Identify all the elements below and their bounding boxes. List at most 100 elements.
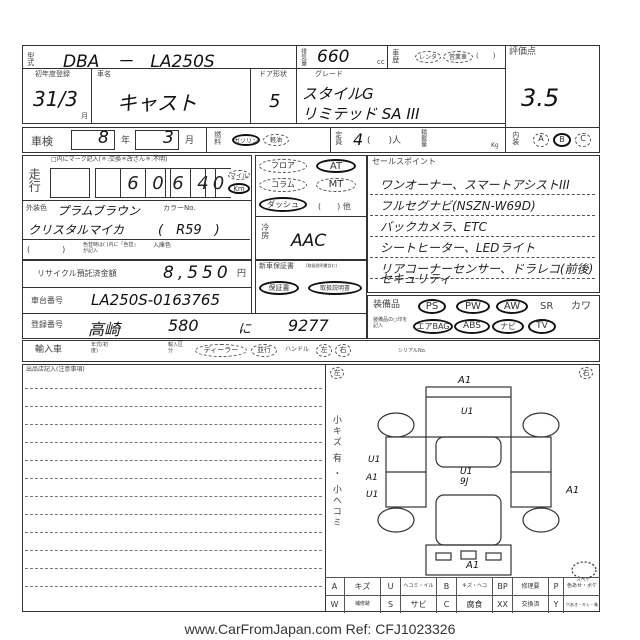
legend-code: XX bbox=[493, 596, 513, 613]
sales-points-label: セールスポイント bbox=[372, 157, 436, 166]
fuel-diesel: 軽油 bbox=[263, 134, 289, 146]
score-value: 3.5 bbox=[521, 84, 560, 112]
history-other: ( ) bbox=[476, 52, 496, 60]
legend-code: W bbox=[325, 596, 345, 613]
sales-point: ワンオーナー、スマートアシストIII bbox=[370, 174, 595, 195]
model-code-cell: 型式 DBA － LA250S bbox=[22, 45, 297, 72]
registration-kana: に bbox=[238, 322, 252, 337]
interior-a: A bbox=[533, 133, 549, 147]
first-reg-value: 31/3 bbox=[33, 87, 78, 111]
displacement-unit: cc bbox=[377, 58, 385, 66]
month-box bbox=[135, 130, 179, 150]
sales-points-cell: セールスポイント bbox=[367, 155, 600, 293]
history-label: 車歴 bbox=[391, 49, 400, 63]
car-name-label: 車名 bbox=[97, 70, 111, 78]
history-rental: レンタ bbox=[415, 51, 441, 63]
inspection-year: 8 bbox=[98, 128, 109, 148]
interior-b: B bbox=[553, 133, 571, 147]
warranty-label: 新車保証書 bbox=[259, 262, 294, 270]
inspection-year-unit: 年 bbox=[121, 136, 131, 146]
legend-code: C bbox=[437, 596, 457, 613]
sales-point: バックカメラ、ETC bbox=[370, 216, 595, 237]
divider bbox=[325, 595, 600, 596]
doors-cell: ドア形状 5 bbox=[250, 68, 297, 124]
doors-value: 5 bbox=[269, 91, 281, 112]
first-reg-cell: 初年度登録 31/3 月 bbox=[22, 68, 92, 124]
car-name-value: キャスト bbox=[117, 91, 197, 115]
footer-watermark: www.CarFromJapan.com Ref: CFJ1023326 bbox=[184, 621, 456, 637]
damage-mark: U1 bbox=[368, 455, 381, 465]
legend-desc: サビ bbox=[401, 596, 437, 613]
legend-code: U bbox=[381, 578, 401, 595]
warranty-certificate: 保証書 bbox=[259, 281, 299, 295]
car-outline-icon bbox=[377, 386, 597, 579]
capacity-suffix: ( )人 bbox=[367, 136, 402, 146]
history-commercial: 営業車 bbox=[443, 51, 473, 63]
equipment-note: 装備品の○印を記入 bbox=[373, 317, 408, 329]
grade-cell: グレード スタイルG リミテッド SA III bbox=[296, 68, 506, 124]
import-label: 輸入車 bbox=[35, 345, 63, 355]
mileage-digit: 0 bbox=[145, 168, 171, 198]
score-cell: 評価点 3.5 bbox=[505, 45, 600, 128]
damage-mark: U1 bbox=[461, 407, 474, 417]
diagram-side-text: 小キズ 有 ・ 小ヘコミ bbox=[330, 415, 341, 529]
model-code-value: DBA － LA250S bbox=[63, 52, 215, 72]
divider bbox=[23, 239, 250, 240]
damage-mark: A1 bbox=[366, 473, 378, 483]
shift-cell: フロア コラム ダッシュ AT MT ( ) 他 bbox=[255, 155, 367, 217]
mileage-digit: 6 bbox=[120, 168, 146, 198]
first-reg-unit: 月 bbox=[81, 112, 88, 120]
color-cell: 外装色 プラムブラウン カラーNo. クリスタルマイカ ( R59 ) ( ) … bbox=[22, 200, 252, 260]
mileage-digit: 6 bbox=[165, 168, 191, 198]
interior-c: C bbox=[575, 133, 591, 147]
legend-code: B bbox=[437, 578, 457, 595]
first-reg-label: 初年度登録 bbox=[35, 70, 70, 78]
legend: A キズ U ヘコミ・イル B キズ・ヘコ BP 修理要 P 色あせ・ボケ W … bbox=[325, 577, 600, 613]
legend-code: Y bbox=[549, 596, 564, 613]
ac-label: 冷房 bbox=[260, 223, 270, 239]
import-year-label: 年式(初度) bbox=[91, 342, 108, 354]
sales-point: シートヒーター、LEDライト bbox=[370, 237, 595, 258]
note-line bbox=[25, 550, 322, 551]
interior-label: 内装 bbox=[511, 131, 520, 145]
history-cell: 車歴 レンタ 営業車 ( ) bbox=[387, 45, 506, 69]
diagram-spare: スペア bbox=[576, 577, 591, 583]
registration-class: 580 bbox=[168, 316, 199, 335]
color-label: 外装色 bbox=[26, 204, 47, 212]
registration-number: 9277 bbox=[288, 316, 329, 335]
import-parallel: 並行 bbox=[251, 344, 277, 357]
inspection-month: 3 bbox=[163, 128, 174, 148]
note-line bbox=[25, 460, 322, 461]
legend-desc: 修理要 bbox=[513, 578, 549, 595]
registration-label: 登録番号 bbox=[31, 320, 63, 329]
import-handle-label: ハンドル bbox=[285, 346, 310, 353]
displacement-value: 660 bbox=[317, 47, 350, 67]
equipment-airbag: エアBAG bbox=[413, 319, 453, 334]
diagram-left: 左 bbox=[330, 367, 344, 379]
equipment-abs: ABS bbox=[454, 319, 490, 334]
sales-point: リアコーナーセンサー、ドラレコ(前後) bbox=[370, 258, 595, 279]
import-dealer: ディーラー bbox=[195, 344, 247, 357]
inspection-cell: 車検 8 年 3 月 bbox=[22, 127, 207, 153]
color-line2: クリスタルマイカ bbox=[28, 223, 125, 237]
legend-desc: 穴あき・キレ・亀 bbox=[566, 602, 598, 607]
fuel-label: 燃料 bbox=[213, 131, 222, 145]
diagram-right: 右 bbox=[579, 367, 593, 379]
import-cell: 輸入車 年式(初度) 輸入区分 ディーラー 並行 ハンドル 左 右 シリアルNo… bbox=[22, 340, 600, 362]
note-line bbox=[25, 478, 322, 479]
legend-desc: 補修跡 bbox=[345, 596, 381, 613]
legend-code: BP bbox=[493, 578, 513, 595]
color-paren: ( ) bbox=[27, 245, 66, 254]
equipment-navi: ナビ bbox=[492, 319, 524, 334]
shift-at: AT bbox=[316, 159, 356, 173]
shift-dash: ダッシュ bbox=[259, 197, 307, 212]
warranty-cell: 新車保証書 (取扱説明書含む) 保証書 取扱説明書 bbox=[255, 260, 367, 314]
equipment-aw: AW bbox=[496, 299, 528, 314]
year-box bbox=[71, 130, 115, 150]
sales-point: セキュリティ bbox=[380, 272, 452, 286]
inspection-month-unit: 月 bbox=[185, 136, 195, 146]
equipment-cell: 装備品 装備品の○印を記入 PS PW AW SR カワ エアBAG ABS ナ… bbox=[367, 295, 600, 339]
note-line bbox=[25, 568, 322, 569]
warranty-note: (取扱説明書含む) bbox=[306, 263, 338, 268]
grade-label: グレード bbox=[315, 70, 343, 78]
